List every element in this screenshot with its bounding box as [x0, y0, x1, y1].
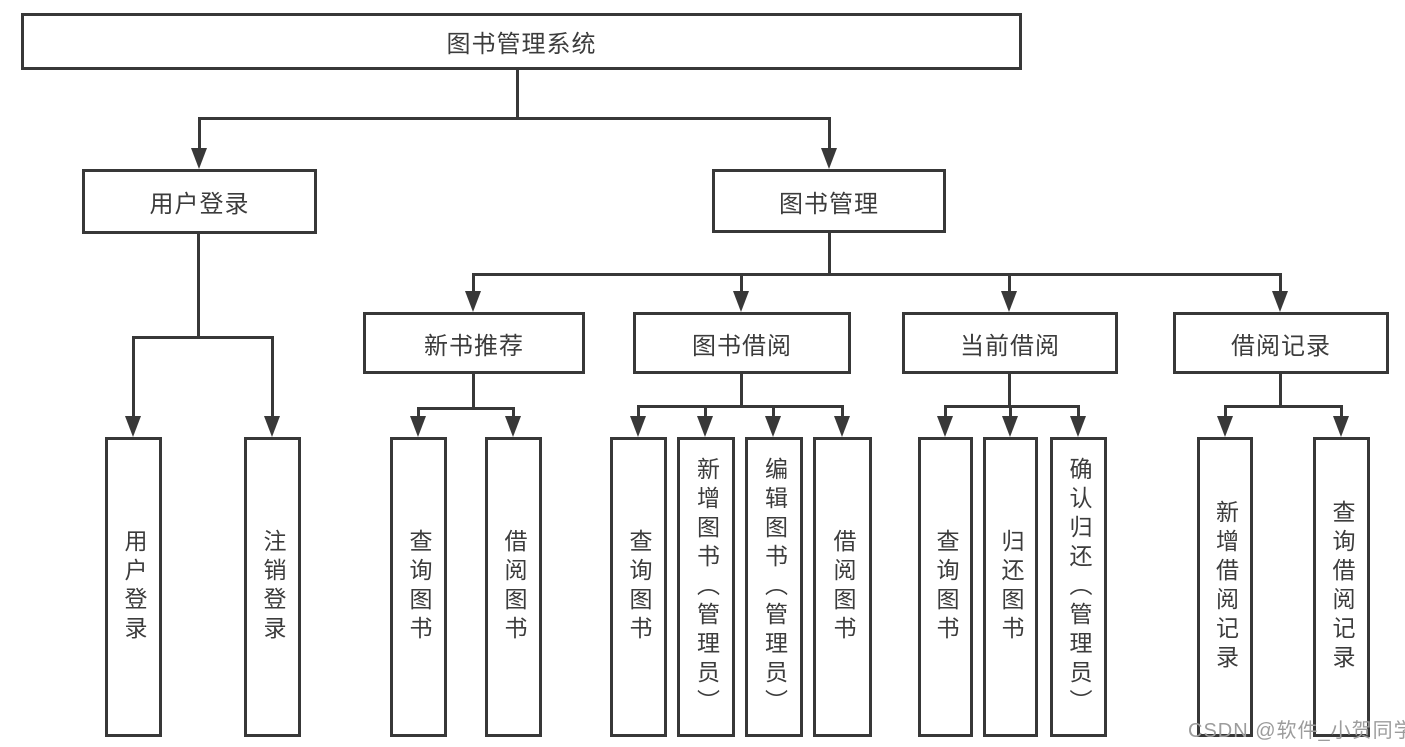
arrow-down-icon: [697, 416, 713, 437]
node-user-login: 用户登录: [82, 169, 317, 234]
connector-line: [637, 405, 640, 418]
leaf-borrow-books-recommend: 借阅图书: [485, 437, 542, 737]
arrow-down-icon: [630, 416, 646, 437]
leaf-search-books-recommend: 查询图书: [390, 437, 447, 737]
connector-line: [132, 336, 274, 339]
leaf-confirm-return-admin: 确认归还（管理员）: [1050, 437, 1107, 737]
connector-line: [472, 273, 475, 292]
leaf-return-books: 归还图书: [983, 437, 1038, 737]
connector-line: [704, 405, 707, 418]
connector-line: [516, 70, 519, 117]
arrow-down-icon: [1272, 291, 1288, 312]
arrow-down-icon: [834, 416, 850, 437]
connector-line: [132, 336, 135, 417]
connector-line: [472, 273, 1282, 276]
arrow-down-icon: [765, 416, 781, 437]
connector-line: [1077, 405, 1080, 418]
arrow-down-icon: [465, 291, 481, 312]
connector-line: [472, 374, 475, 407]
leaf-search-books-borrow: 查询图书: [610, 437, 667, 737]
connector-line: [1279, 273, 1282, 292]
leaf-logout: 注销登录: [244, 437, 301, 737]
connector-line: [1009, 405, 1012, 418]
arrow-down-icon: [1002, 416, 1018, 437]
leaf-search-borrow-record: 查询借阅记录: [1313, 437, 1370, 737]
connector-line: [740, 273, 743, 292]
connector-line: [197, 234, 200, 336]
connector-line: [198, 117, 201, 150]
connector-line: [1008, 374, 1011, 405]
csdn-watermark: CSDN @软件_小贺同学: [1188, 720, 1405, 742]
connector-line: [1224, 405, 1227, 418]
connector-line: [828, 233, 831, 273]
connector-line: [772, 405, 775, 418]
arrow-down-icon: [1217, 416, 1233, 437]
node-borrow-records: 借阅记录: [1173, 312, 1389, 374]
arrow-down-icon: [264, 416, 280, 437]
connector-line: [828, 117, 831, 150]
connector-line: [271, 336, 274, 417]
connector-line: [417, 407, 515, 410]
connector-line: [944, 405, 1080, 408]
connector-line: [841, 405, 844, 418]
leaf-search-books-current: 查询图书: [918, 437, 973, 737]
node-book-management: 图书管理: [712, 169, 946, 233]
connector-line: [1008, 273, 1011, 292]
arrow-down-icon: [1001, 291, 1017, 312]
connector-line: [1340, 405, 1343, 418]
arrow-down-icon: [1333, 416, 1349, 437]
connector-line: [512, 407, 515, 418]
node-new-book-recommend: 新书推荐: [363, 312, 585, 374]
arrow-down-icon: [505, 416, 521, 437]
arrow-down-icon: [821, 148, 837, 169]
node-current-borrow: 当前借阅: [902, 312, 1118, 374]
node-book-borrow: 图书借阅: [633, 312, 851, 374]
leaf-user-login: 用户登录: [105, 437, 162, 737]
leaf-add-books-admin: 新增图书（管理员）: [677, 437, 735, 737]
connector-line: [198, 117, 831, 120]
leaf-borrow-books: 借阅图书: [813, 437, 872, 737]
arrow-down-icon: [937, 416, 953, 437]
connector-line: [637, 405, 844, 408]
connector-line: [1279, 374, 1282, 405]
connector-line: [740, 374, 743, 405]
connector-line: [1224, 405, 1343, 408]
connector-line: [417, 407, 420, 418]
arrow-down-icon: [410, 416, 426, 437]
connector-line: [944, 405, 947, 418]
node-library-system: 图书管理系统: [21, 13, 1022, 70]
leaf-add-borrow-record: 新增借阅记录: [1197, 437, 1253, 737]
arrow-down-icon: [1070, 416, 1086, 437]
arrow-down-icon: [191, 148, 207, 169]
arrow-down-icon: [125, 416, 141, 437]
arrow-down-icon: [733, 291, 749, 312]
leaf-edit-books-admin: 编辑图书（管理员）: [745, 437, 803, 737]
